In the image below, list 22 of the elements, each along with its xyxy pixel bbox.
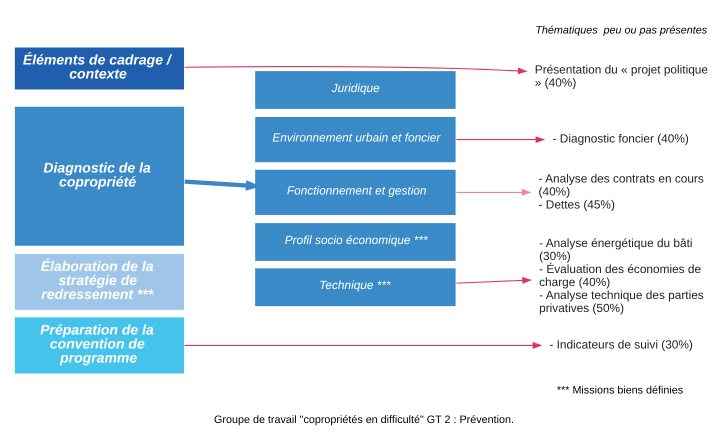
node-box: Environnement urbain et foncier [254,116,457,164]
arrow [184,66,528,74]
arrow [456,277,532,284]
node-text: - Indicateurs de suivi (30%) [549,337,693,352]
node-box: Diagnostic de la copropriété [14,106,186,247]
node-text: - Diagnostic foncier (40%) [552,132,689,146]
node-box: Profil socio économique *** [254,222,457,262]
arrow [456,189,532,196]
node-box: Élaboration de la stratégie de redressement *** [14,252,186,311]
arrow [456,136,546,143]
arrow [184,342,542,349]
caption: Groupe de travail "copropriétés en difficulté" GT 2 : Prévention. [214,414,514,426]
label: *** Missions biens définies [556,384,684,396]
node-box: Juridique [254,70,457,110]
node-text: - Analyse des contrats en cours (40%) - Dettes (45%) [538,171,704,212]
node-box: Éléments de cadrage / contexte [14,46,186,91]
node-box: Fonctionnement et gestion [254,168,457,216]
label: Thématiques peu ou pas présentes [535,24,708,36]
node-text: Présentation du « projet politique » (40%) [534,62,708,90]
node-box: Préparation de la convention de programme [14,316,186,375]
node-text: - Analyse énergétique du bâti (30%) - Évaluation des économies de charge (40%) - Analyse technique des parties privatives (50%) [539,236,704,315]
node-box: Technique *** [254,267,457,308]
